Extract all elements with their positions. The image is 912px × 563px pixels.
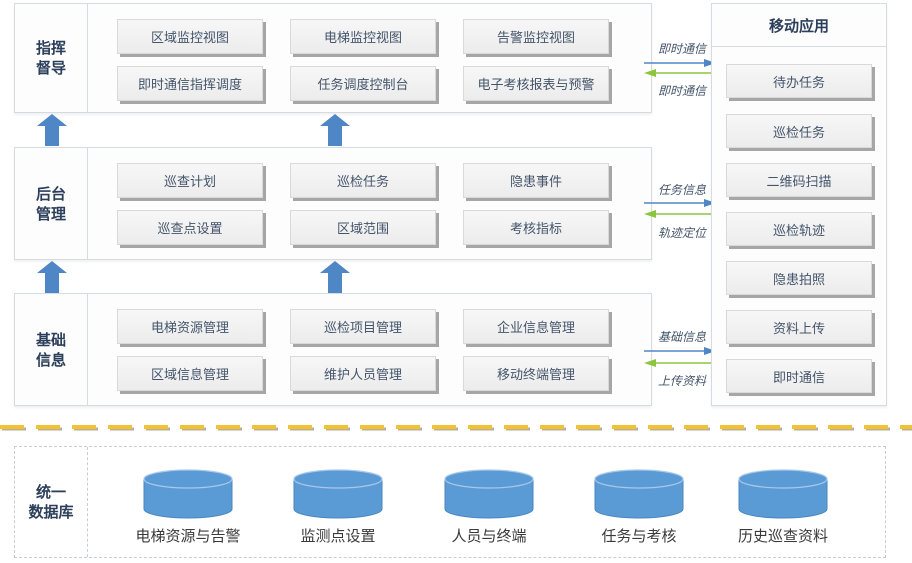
layer-command-supervision: 指挥 督导 区域监控视图 电梯监控视图 告警监控视图 即时通信指挥调度 任务调度… <box>14 3 652 113</box>
layer-label: 指挥 督导 <box>15 4 88 112</box>
module-button[interactable]: 告警监控视图 <box>463 19 609 54</box>
right-arrow-icon <box>644 199 716 207</box>
module-button[interactable]: 区域监控视图 <box>117 19 263 54</box>
link-label-from-mobile: 即时通信 <box>657 84 706 98</box>
module-button[interactable]: 即时通信指挥调度 <box>117 66 263 101</box>
left-arrow-icon <box>644 210 716 218</box>
right-arrow-icon <box>644 347 716 355</box>
link-label-from-mobile: 上传资料 <box>657 374 706 388</box>
database-item: 人员与终端 <box>424 469 554 546</box>
module-button[interactable]: 电梯监控视图 <box>290 19 436 54</box>
database-cylinder-icon <box>594 469 684 519</box>
database-cylinder-icon <box>738 469 828 519</box>
module-button[interactable]: 巡查计划 <box>117 163 263 198</box>
database-cylinder-icon <box>143 469 233 519</box>
module-button[interactable]: 巡检项目管理 <box>290 309 436 344</box>
mobile-module-button[interactable]: 隐患拍照 <box>726 261 872 295</box>
database-label: 统一 数据库 <box>15 447 88 557</box>
module-button[interactable]: 考核指标 <box>463 210 609 245</box>
layer-basic-information: 基础 信息 电梯资源管理 巡检项目管理 企业信息管理 区域信息管理 维护人员管理… <box>14 293 652 406</box>
link-label-to-mobile: 任务信息 <box>657 183 706 197</box>
database-item: 监测点设置 <box>273 469 403 546</box>
mobile-module-button[interactable]: 即时通信 <box>726 359 872 393</box>
module-button[interactable]: 电梯资源管理 <box>117 309 263 344</box>
module-button[interactable]: 任务调度控制台 <box>290 66 436 101</box>
module-button[interactable]: 电子考核报表与预警 <box>463 66 609 101</box>
database-item: 任务与考核 <box>574 469 704 546</box>
link-label-from-mobile: 轨迹定位 <box>657 226 706 240</box>
database-caption: 人员与终端 <box>451 527 527 545</box>
layer-label: 基础 信息 <box>15 294 88 405</box>
database-caption: 历史巡查资料 <box>737 527 828 545</box>
mobile-module-button[interactable]: 二维码扫描 <box>726 163 872 197</box>
module-button[interactable]: 隐患事件 <box>463 163 609 198</box>
mobile-module-button[interactable]: 巡检轨迹 <box>726 212 872 246</box>
database-section: 统一 数据库 电梯资源与告警 监测点设置 人员与终端 任务与考核 <box>14 446 886 558</box>
up-arrow-icon <box>37 114 67 146</box>
module-button[interactable]: 区域范围 <box>290 210 436 245</box>
database-caption: 电梯资源与告警 <box>135 527 241 545</box>
mobile-module-button[interactable]: 巡检任务 <box>726 114 872 148</box>
layer-backend-management: 后台 管理 巡查计划 巡检任务 隐患事件 巡查点设置 区域范围 考核指标 <box>14 147 652 260</box>
link-label-to-mobile: 即时通信 <box>657 42 706 56</box>
layer-label: 后台 管理 <box>15 148 88 259</box>
database-cylinder-icon <box>293 469 383 519</box>
up-arrow-icon <box>37 261 67 293</box>
module-button[interactable]: 巡检任务 <box>290 163 436 198</box>
module-button[interactable]: 移动终端管理 <box>463 356 609 391</box>
module-button[interactable]: 巡查点设置 <box>117 210 263 245</box>
link-label-to-mobile: 基础信息 <box>657 330 706 344</box>
database-caption: 任务与考核 <box>601 527 677 545</box>
module-button[interactable]: 区域信息管理 <box>117 356 263 391</box>
mobile-module-button[interactable]: 待办任务 <box>726 64 872 98</box>
up-arrow-icon <box>320 114 350 146</box>
up-arrow-icon <box>320 261 350 293</box>
database-item: 电梯资源与告警 <box>123 469 253 546</box>
mobile-module-button[interactable]: 资料上传 <box>726 310 872 344</box>
database-cylinder-icon <box>444 469 534 519</box>
section-divider <box>0 425 912 431</box>
mobile-app-panel: 移动应用 待办任务 巡检任务 二维码扫描 巡检轨迹 隐患拍照 资料上传 即时通信 <box>711 3 887 406</box>
database-caption: 监测点设置 <box>300 527 376 545</box>
left-arrow-icon <box>644 359 716 367</box>
module-button[interactable]: 维护人员管理 <box>290 356 436 391</box>
right-arrow-icon <box>644 59 716 67</box>
mobile-app-title: 移动应用 <box>712 4 886 47</box>
module-button[interactable]: 企业信息管理 <box>463 309 609 344</box>
database-item: 历史巡查资料 <box>718 469 848 546</box>
left-arrow-icon <box>644 69 716 77</box>
